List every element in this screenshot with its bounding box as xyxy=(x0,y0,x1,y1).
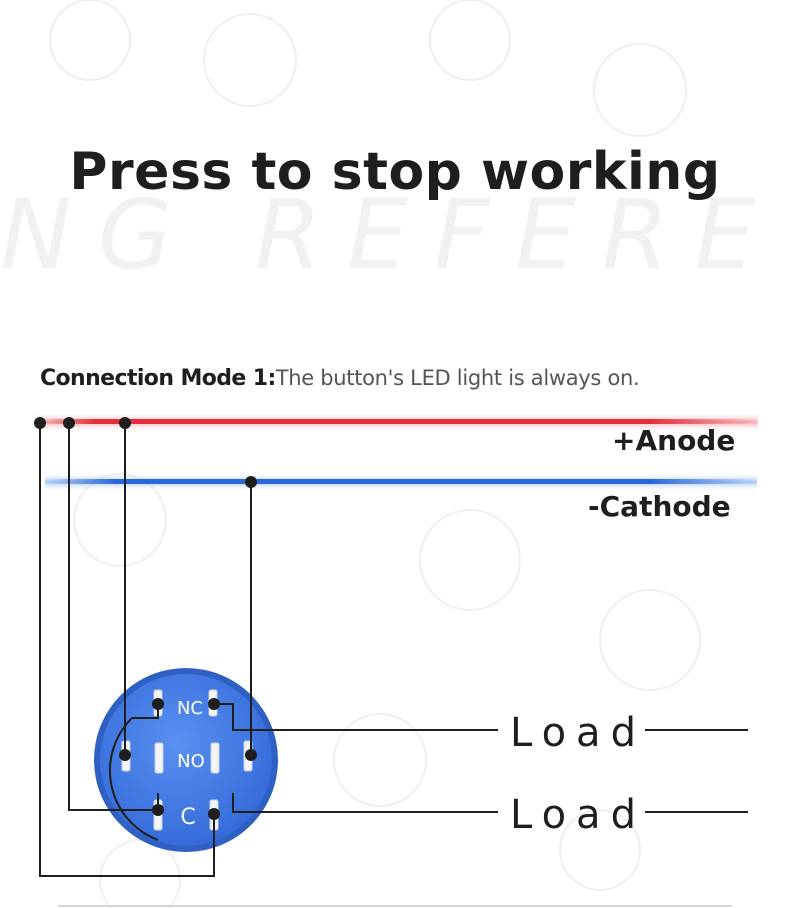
anode-label: +Anode xyxy=(612,424,736,457)
wire-anode-to-c-right xyxy=(39,423,215,877)
watermark-text: NG REFERE xyxy=(0,180,782,290)
terminal-nc-label: NC xyxy=(177,698,203,719)
cathode-rail xyxy=(45,479,757,484)
junction-dot xyxy=(152,698,164,710)
terminal-c-label: C xyxy=(180,805,195,830)
junction-dot xyxy=(34,417,46,429)
junction-dot xyxy=(245,749,257,761)
wire-anode-to-c-left xyxy=(68,423,158,811)
connection-mode-label: Connection Mode 1: xyxy=(40,366,276,391)
connection-mode-description: The button's LED light is always on. xyxy=(275,366,640,390)
junction-dot xyxy=(119,417,131,429)
page-title: Press to stop working xyxy=(69,142,721,202)
junction-dot xyxy=(208,698,220,710)
load-1-label: Load xyxy=(510,710,646,756)
junction-dot xyxy=(208,808,220,820)
wire-nc-to-load-1 xyxy=(214,703,498,731)
connection-mode: Connection Mode 1:The button's LED light… xyxy=(40,366,640,391)
junction-dot xyxy=(119,749,131,761)
terminal-no-label: NO xyxy=(177,751,205,772)
junction-dot xyxy=(63,417,75,429)
wire-inner-arc xyxy=(108,717,159,841)
pin-no-left xyxy=(154,742,164,774)
wires xyxy=(39,423,498,877)
junction-dots xyxy=(34,417,257,820)
wire-c-to-load-2 xyxy=(232,793,498,813)
junction-dot xyxy=(245,476,257,488)
junction-dot xyxy=(152,804,164,816)
cathode-label: -Cathode xyxy=(588,490,731,523)
load-2-label: Load xyxy=(510,792,646,838)
pin-no-right xyxy=(210,742,220,774)
anode-rail xyxy=(38,419,758,424)
